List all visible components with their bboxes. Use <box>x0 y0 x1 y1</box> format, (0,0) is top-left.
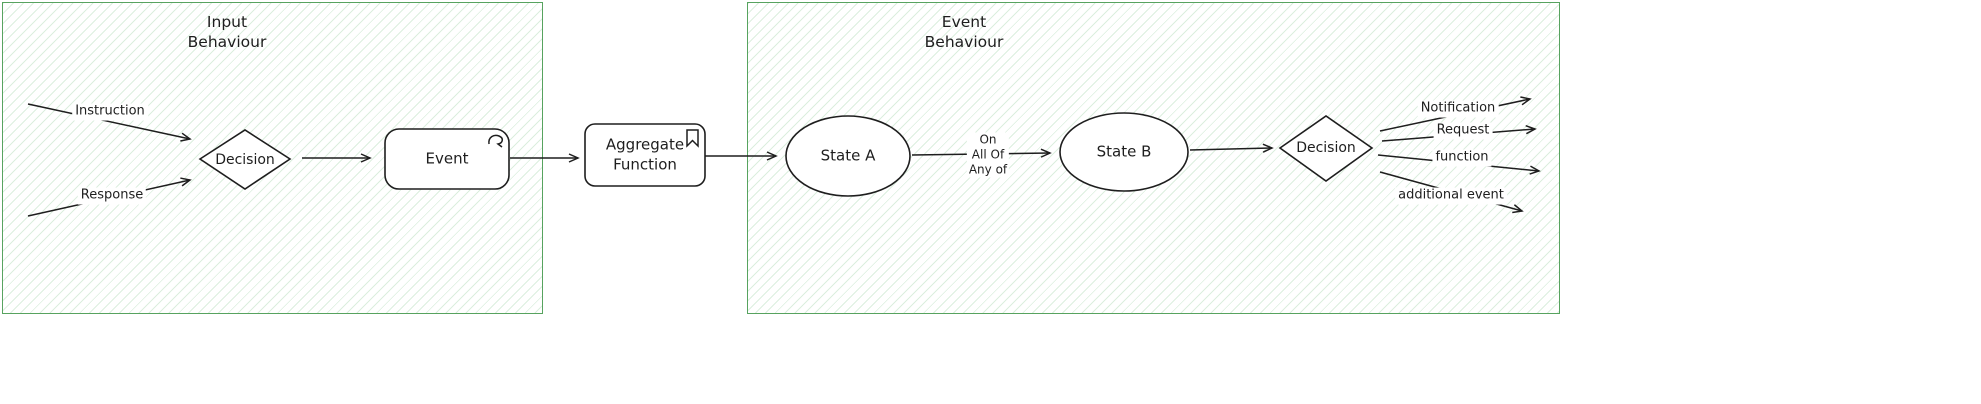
event-node-label: Event <box>425 149 469 168</box>
response-label: Response <box>77 187 147 205</box>
stateb-to-decision-arrow <box>1189 143 1274 153</box>
input-decision-label: Decision <box>215 151 275 168</box>
additional-event-label: additional event <box>1395 187 1507 205</box>
instruction-label: Instruction <box>72 103 148 121</box>
notification-label: Notification <box>1417 100 1499 118</box>
request-label: Request <box>1433 122 1493 140</box>
event-panel-title: Event Behaviour <box>924 12 1004 51</box>
aggregate-function-node <box>584 123 706 187</box>
state-b-label: State B <box>1096 142 1152 161</box>
function-label: function <box>1432 149 1492 167</box>
aggregate-function-label: Aggregate Function <box>605 135 685 174</box>
event-curl-icon <box>488 134 503 148</box>
event-decision-label: Decision <box>1296 139 1356 156</box>
input-decision-diamond <box>198 129 292 190</box>
event-node <box>384 128 510 190</box>
state-a-node <box>785 115 911 197</box>
bookmark-icon <box>686 129 699 148</box>
instruction-arrow <box>27 103 192 142</box>
transition-condition-label: On All Of Any of <box>966 132 1010 178</box>
input-panel-title: Input Behaviour <box>187 12 267 51</box>
state-a-label: State A <box>820 146 876 165</box>
event-decision-diamond <box>1278 115 1374 182</box>
state-b-node <box>1059 112 1189 192</box>
